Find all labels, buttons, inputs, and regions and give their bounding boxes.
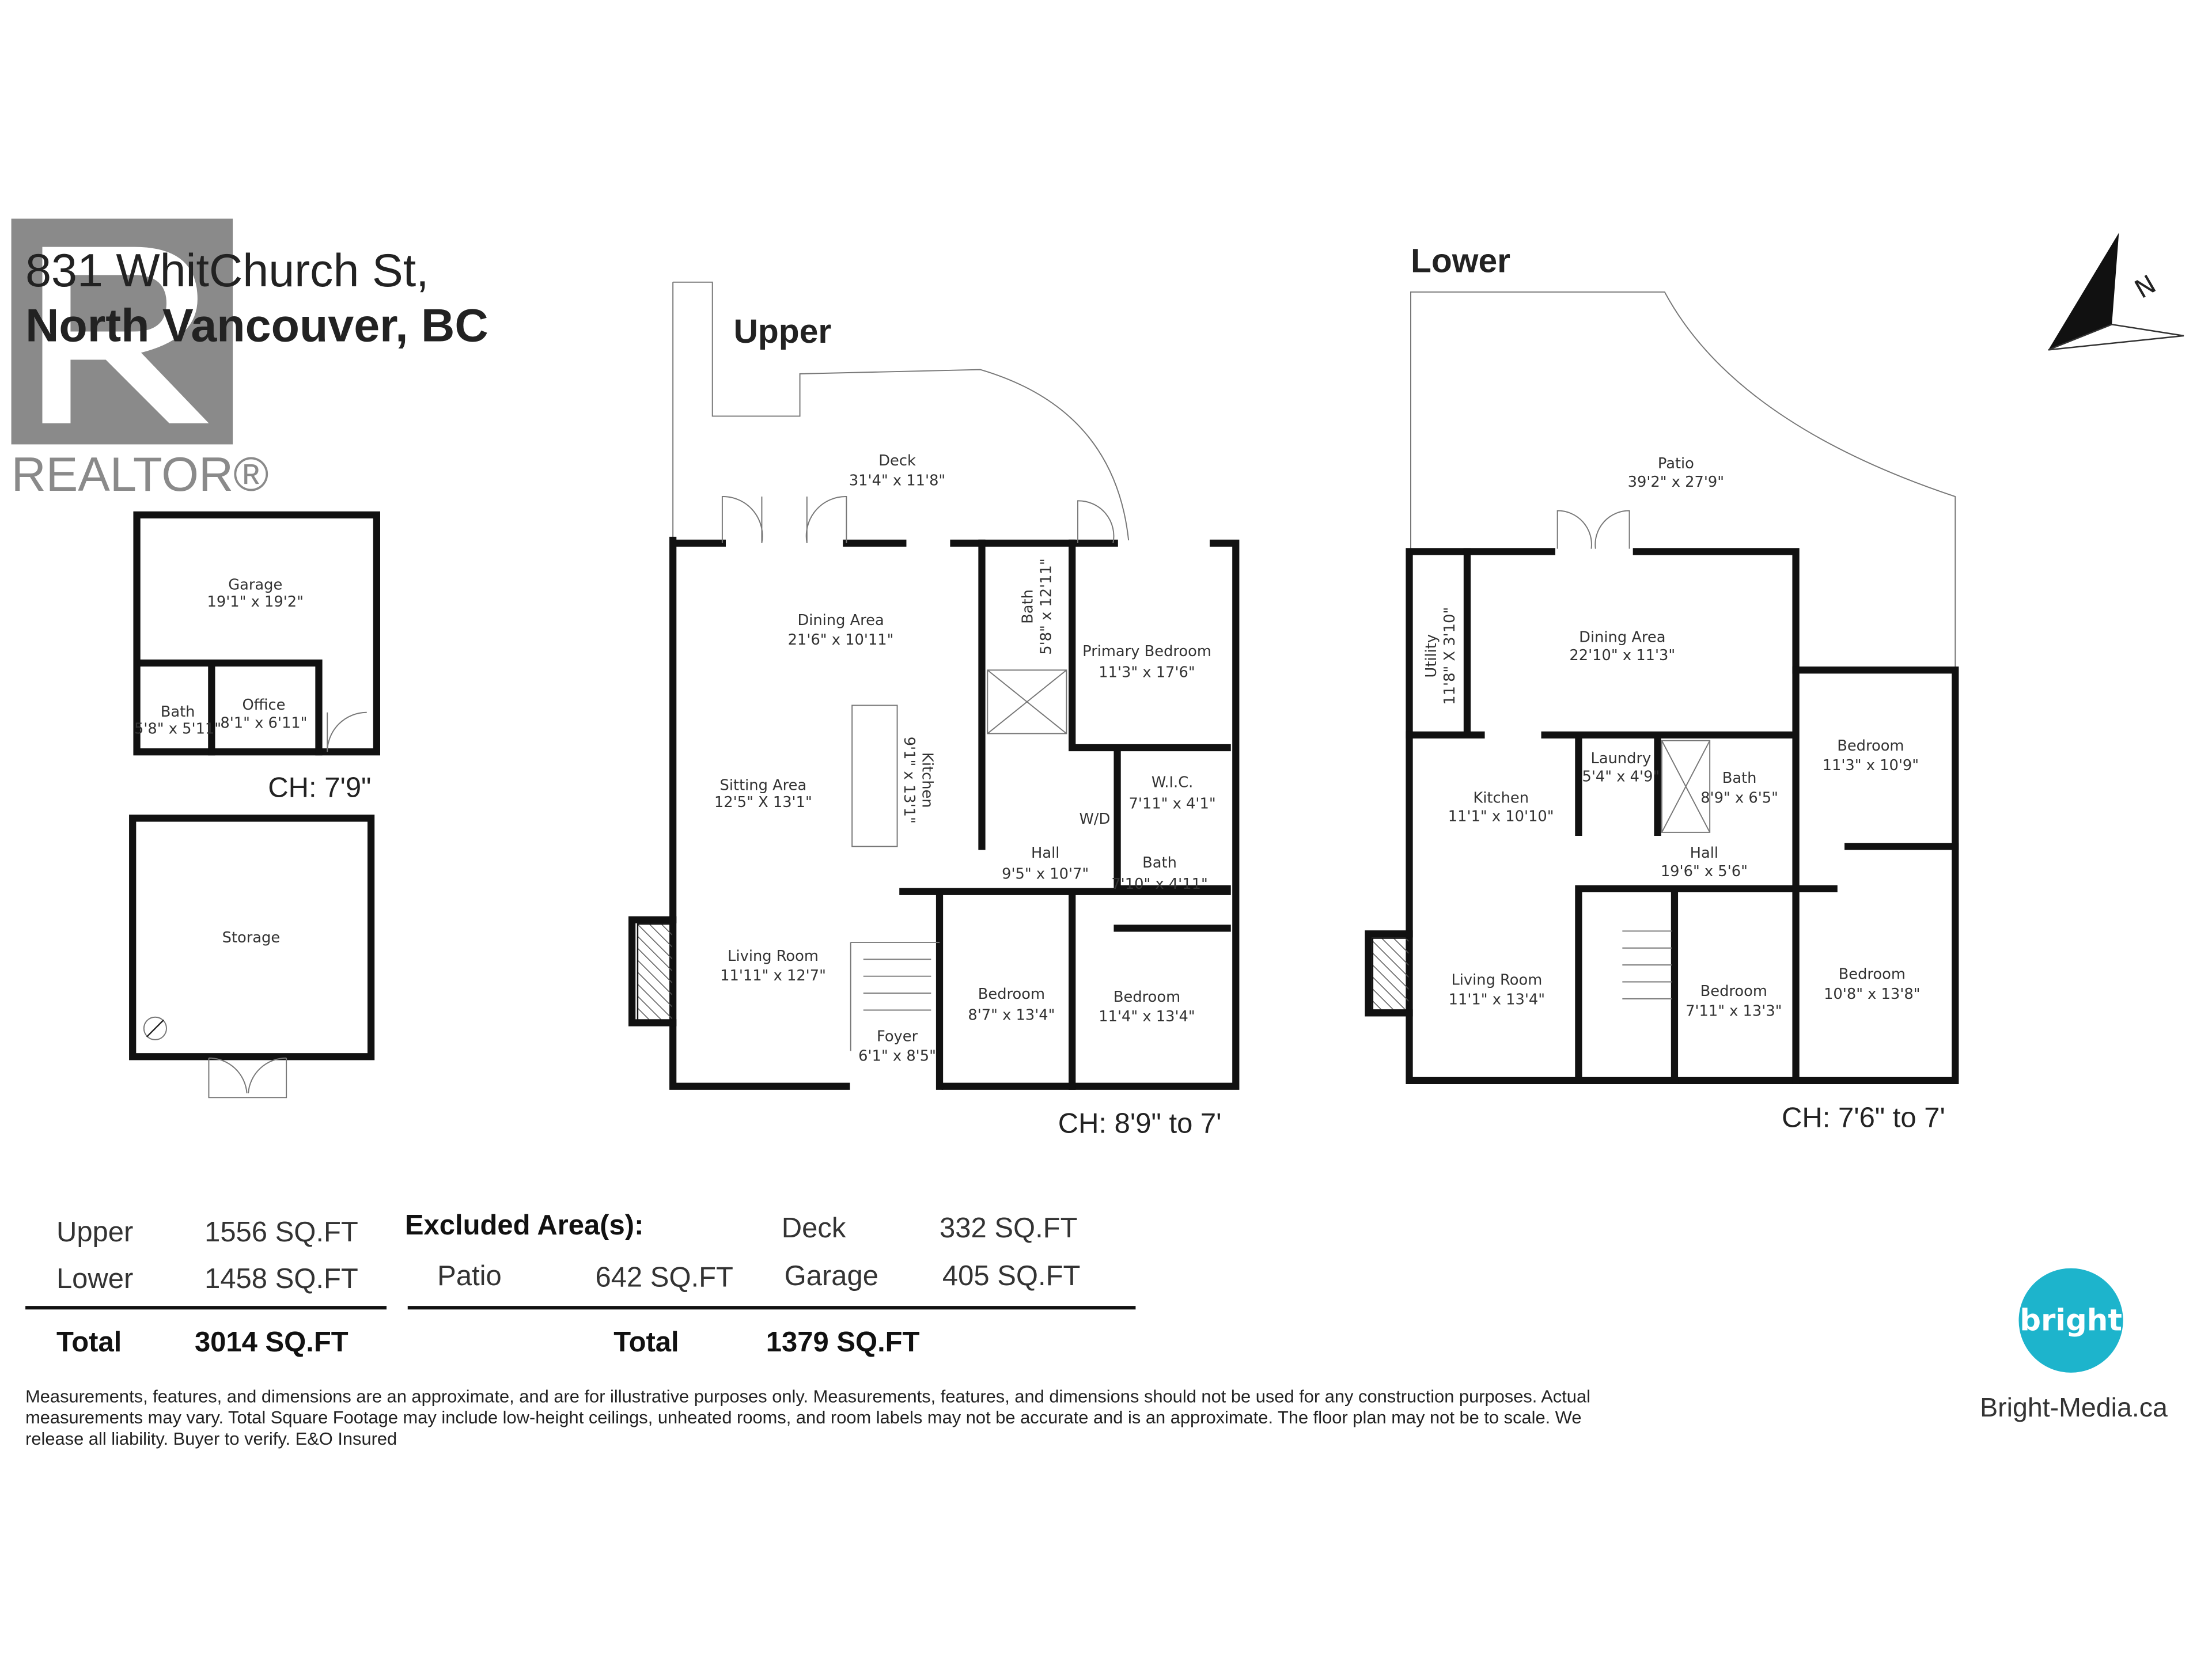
north-arrow-icon: N [2048, 233, 2184, 351]
disclaimer-line: Measurements, features, and dimensions a… [25, 1386, 1590, 1406]
room-label: Foyer [877, 1028, 918, 1045]
room-dims: 8'7" x 13'4" [968, 1007, 1055, 1024]
address-line-2: North Vancouver, BC [25, 300, 488, 352]
upper-floor-plan: Upper Deck 31'4" x 11'8" Dining Area 21'… [628, 281, 1240, 1139]
room-label: Hall [1031, 844, 1059, 862]
area-value: 1458 SQ.FT [204, 1263, 358, 1294]
disclaimer: Measurements, features, and dimensions a… [25, 1386, 1590, 1448]
room-dims: 5'4" x 4'9" [1582, 768, 1660, 786]
ceiling-height: CH: 8'9" to 7' [1058, 1108, 1222, 1139]
room-dims: 11'4" x 13'4" [1099, 1008, 1195, 1025]
room-label: Dining Area [797, 612, 884, 629]
room-dims: 7'10" x 4'11" [1111, 876, 1207, 893]
realtor-logo: REALTOR® [11, 218, 269, 501]
area-label: Garage [785, 1260, 878, 1291]
north-label: N [2130, 270, 2161, 305]
room-dims: 11'8" X 3'10" [1441, 607, 1459, 705]
room-label: Hall [1690, 844, 1718, 862]
room-label: Dining Area [1579, 628, 1665, 646]
area-value: 642 SQ.FT [595, 1262, 733, 1293]
area-value: 405 SQ.FT [942, 1260, 1081, 1291]
room-label: Kitchen [919, 752, 936, 808]
room-label: Storage [222, 929, 281, 946]
room-dims: 11'3" x 10'9" [1823, 757, 1919, 774]
area-label: Deck [782, 1213, 846, 1244]
ceiling-height: CH: 7'9" [268, 772, 371, 804]
bright-url: Bright-Media.ca [1980, 1392, 2168, 1422]
area-label: Lower [56, 1263, 133, 1294]
room-label: Living Room [728, 948, 819, 965]
room-dims: 6'1" x 8'5" [858, 1048, 936, 1065]
room-label: Patio [1658, 455, 1694, 472]
room-dims: 7'11" x 13'3" [1685, 1002, 1782, 1020]
room-label: Utility [1423, 634, 1440, 678]
bright-wordmark: bright [2020, 1303, 2122, 1338]
room-dims: 5'8" x 12'11" [1037, 558, 1055, 654]
room-label: W.I.C. [1152, 774, 1194, 791]
room-label: Laundry [1591, 750, 1652, 767]
room-label: Bath [161, 703, 195, 721]
room-label: W/D [1079, 810, 1110, 828]
room-dims: 8'9" x 6'5" [1700, 789, 1778, 806]
excluded-title: Excluded Area(s): [405, 1210, 644, 1241]
room-dims: 11'1" x 10'10" [1448, 808, 1554, 825]
room-label: Deck [878, 452, 916, 469]
area-value: 332 SQ.FT [940, 1213, 1078, 1244]
room-label: Sitting Area [720, 777, 807, 794]
realtor-wordmark: REALTOR® [12, 448, 269, 501]
room-dims: 39'2" x 27'9" [1628, 474, 1724, 491]
area-summary: Upper 1556 SQ.FT Lower 1458 SQ.FT Total … [25, 1210, 1136, 1358]
room-label: Living Room [1451, 971, 1542, 988]
garage-plan: Garage 19'1" x 19'2" Office 8'1" x 6'11"… [133, 511, 380, 804]
room-dims: 31'4" x 11'8" [849, 472, 945, 489]
room-label: Office [242, 696, 285, 714]
room-dims: 9'5" x 10'7" [1002, 866, 1089, 883]
room-label: Garage [228, 577, 282, 594]
room-dims: 19'6" x 5'6" [1661, 863, 1748, 880]
room-dims: 11'3" x 17'6" [1099, 664, 1195, 681]
room-dims: 11'1" x 13'4" [1449, 991, 1545, 1009]
area-label: Patio [437, 1260, 502, 1291]
room-dims: 5'8" x 5'11" [134, 720, 221, 737]
total-label: Total [56, 1327, 122, 1358]
total-value: 1379 SQ.FT [766, 1327, 920, 1358]
room-dims: 19'1" x 19'2" [207, 593, 304, 611]
room-label: Bedroom [1700, 983, 1767, 1000]
storage-plan: Storage [129, 815, 375, 1099]
area-label: Upper [56, 1217, 133, 1248]
room-dims: 9'1" x 13'1" [900, 737, 918, 824]
room-label: Primary Bedroom [1082, 643, 1211, 660]
room-dims: 7'11" x 4'1" [1129, 795, 1216, 812]
total-label: Total [613, 1327, 679, 1358]
disclaimer-line: release all liability. Buyer to verify. … [25, 1429, 397, 1449]
room-label: Bedroom [978, 986, 1045, 1003]
room-label: Bath [1142, 854, 1177, 872]
room-dims: 21'6" x 10'11" [788, 631, 894, 649]
room-label: Bedroom [1839, 966, 1906, 983]
lower-floor-plan: Lower Patio 39'2" x 27'9" Utility 11'8" … [1365, 243, 1959, 1134]
total-value: 3014 SQ.FT [195, 1327, 349, 1358]
floor-title: Lower [1411, 243, 1510, 280]
room-label: Bath [1020, 589, 1037, 624]
bright-media-logo: bright Bright-Media.ca [1980, 1268, 2168, 1422]
address-line-1: 831 WhitChurch St, [25, 245, 429, 297]
room-label: Bath [1722, 770, 1757, 787]
room-dims: 8'1" x 6'11" [220, 715, 307, 732]
room-label: Bedroom [1837, 737, 1904, 755]
room-label: Bedroom [1113, 988, 1180, 1006]
floor-title: Upper [733, 313, 831, 350]
room-label: Kitchen [1473, 789, 1529, 806]
area-value: 1556 SQ.FT [204, 1217, 358, 1248]
room-dims: 11'11" x 12'7" [720, 967, 826, 984]
ceiling-height: CH: 7'6" to 7' [1782, 1103, 1945, 1134]
room-dims: 22'10" x 11'3" [1569, 647, 1675, 664]
disclaimer-line: measurements may vary. Total Square Foot… [25, 1407, 1581, 1427]
room-dims: 12'5" X 13'1" [714, 794, 812, 811]
room-dims: 10'8" x 13'8" [1824, 986, 1920, 1003]
